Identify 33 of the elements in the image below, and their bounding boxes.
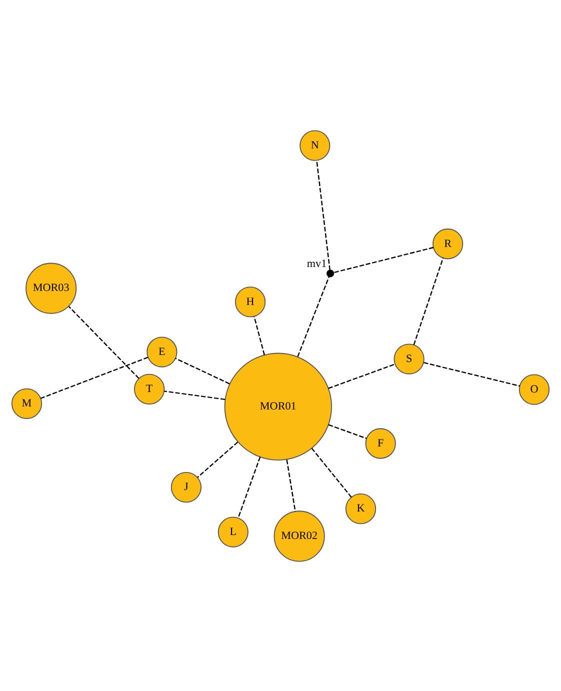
node-circle: J [170,471,202,502]
node-circle: E [146,336,178,367]
connector [424,362,520,386]
node-circle: O [518,374,550,404]
node-circle: L [218,516,248,547]
node-circle: R [432,228,464,259]
connector [316,160,330,270]
connector [197,441,238,478]
connector [164,390,226,400]
node-circle: MOR01 [224,352,332,460]
connector [328,363,396,388]
node-circle: MOR02 [274,510,325,562]
connector [413,257,444,345]
node-circle: T [134,373,165,404]
node-circle: K [345,493,376,524]
node-circle: N [300,130,330,160]
connector [286,459,296,511]
node-label: mv1 [306,257,327,270]
connector [238,456,261,518]
node-circle: H [234,286,266,317]
connector [40,356,148,398]
node-circle: F [365,428,396,458]
connector [254,316,265,355]
node-circle: M [11,388,42,418]
connector [328,424,367,438]
node-circle: S [394,343,424,374]
connector [334,246,434,273]
connector [68,306,140,378]
connector [311,447,352,497]
node-circle [326,269,334,277]
connector [175,357,230,384]
node-circle: MOR03 [26,262,77,314]
connector [297,276,330,356]
